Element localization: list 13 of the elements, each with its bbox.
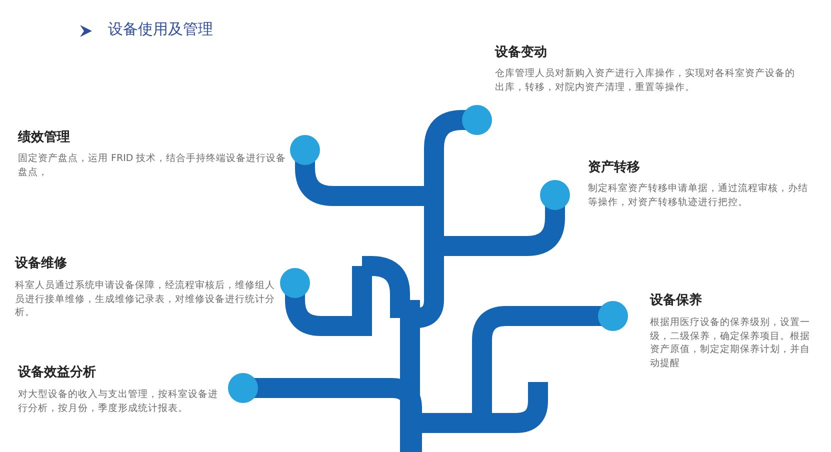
section-heading: 设备变动: [495, 44, 547, 61]
section-heading: 设备维修: [15, 254, 67, 272]
description-text: 科室人员通过系统申请设备保障，经流程审核后，维修组人员进行接单维修，生成维修记录表，对维修设备进行统计分析。: [15, 279, 276, 320]
description-text: 仓库管理人员对新购入资产进行入库操作，实现对各科室资产设备的出库，转移，对院内资产清理，重置等操作。: [495, 67, 795, 94]
description-text: 根据用医疗设备的保养级别，设置一级，二级保养，确定保养项目。根据资产原值，制定定期保养计划，并自动提醒: [650, 316, 811, 370]
section-heading: 设备保养: [650, 292, 702, 309]
description-text: 对大型设备的收入与支出管理，按科室设备进行分析，按月份，季度形成统计报表。: [18, 388, 218, 415]
description-text: 固定资产盘点，运用 FRID 技术，结合手持终端设备进行设备盘点，: [18, 152, 288, 179]
section-heading: 设备效益分析: [18, 364, 96, 381]
page-title: 设备使用及管理: [108, 20, 213, 39]
description-text: 制定科室资产转移申请单据，通过流程审核，办结等操作，对资产转移轨迹进行把控。: [588, 182, 809, 209]
section-heading: 绩效管理: [18, 129, 70, 146]
section-heading: 资产转移: [588, 158, 640, 176]
